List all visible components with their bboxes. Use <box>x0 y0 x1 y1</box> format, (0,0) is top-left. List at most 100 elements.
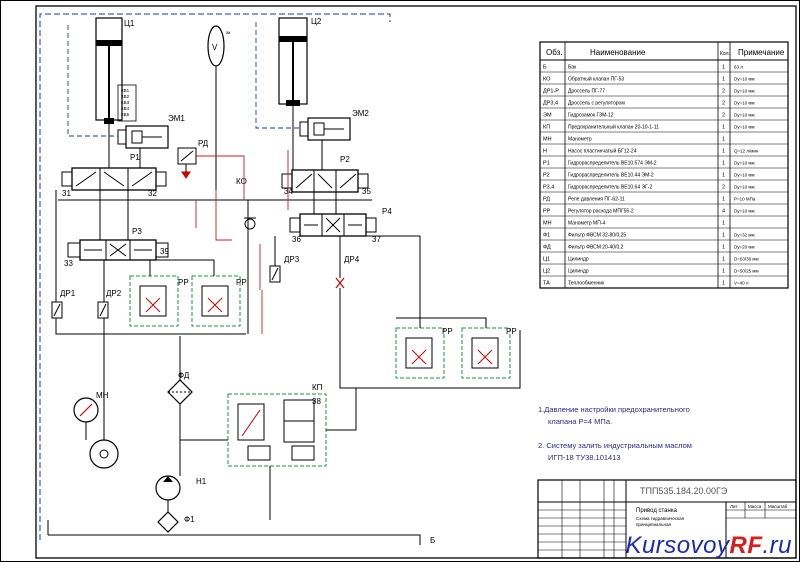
spec-cell-note: Dу=10 мм <box>734 101 755 106</box>
filter-fd: ФД <box>167 371 193 405</box>
spec-cell-note: Dу=10 мм <box>734 161 755 166</box>
label-rr-2: РР <box>236 278 247 287</box>
spec-cell-name: Регулятор расхода МПГ55-2 <box>568 209 634 215</box>
spec-cell-code: Ф1 <box>543 233 550 239</box>
label-e31: 31 <box>62 189 71 198</box>
spec-cell-qty: 1 <box>722 77 725 83</box>
label-e36: 36 <box>292 235 301 244</box>
title-scale: Масштаб <box>768 504 788 509</box>
label-e34: 34 <box>284 187 293 196</box>
svg-text:КВ3: КВ3 <box>121 100 130 105</box>
label-rr-3: РР <box>442 327 453 336</box>
throttle-dr3: ДР3 <box>269 255 300 283</box>
throttle-dr4: ДР4 <box>335 255 360 289</box>
spec-cell-name: Гидрораспределитель ВЕ10.574 ЭМ-2 <box>568 161 657 167</box>
valve-p1: Р1 31 32 <box>61 153 167 198</box>
spec-cell-code: Ц1 <box>543 257 550 263</box>
label-f1: Ф1 <box>184 515 195 524</box>
watermark: KursovoyRF.ru <box>625 532 792 560</box>
flow-regulator-1: РР <box>129 275 189 327</box>
flow-regulator-2: РР <box>191 275 247 327</box>
spec-cell-name: Цилиндр <box>568 257 589 263</box>
spec-header-code: Обз. <box>546 48 563 57</box>
spec-cell-note: Dу=10 мм <box>734 113 755 118</box>
spec-cell-code: КП <box>543 125 550 131</box>
tank-boundary-dashed <box>39 13 391 540</box>
flow-regulator-3: РР <box>395 327 453 379</box>
spec-cell-code: РД <box>543 197 550 203</box>
spec-cell-note: D=63/36 мм <box>734 257 759 262</box>
pressure-relay-rd: РД <box>177 139 209 179</box>
spec-cell-qty: 2 <box>722 185 725 191</box>
hydrolock-em1: ЭМ1 <box>117 114 185 149</box>
spec-cell-note: Dу=32 мм <box>734 233 755 238</box>
watermark-accent: RF <box>729 532 763 559</box>
spec-cell-note: Dу=10 мм <box>734 77 755 82</box>
label-e35: 35 <box>362 187 371 196</box>
label-p2: Р2 <box>340 155 350 164</box>
spec-cell-code: ЭМ <box>543 113 552 119</box>
spec-cell-name: Теплообменник <box>568 281 605 287</box>
label-em1: ЭМ1 <box>168 114 185 123</box>
label-c1: Ц1 <box>124 19 135 28</box>
spec-cell-code: Б <box>543 65 547 71</box>
label-ko: КО <box>236 177 247 186</box>
label-p1: Р1 <box>130 153 140 162</box>
label-p4: Р4 <box>382 207 392 216</box>
spec-cell-name: Цилиндр <box>568 269 589 275</box>
label-dr2: ДР2 <box>106 289 122 298</box>
valve-p3: Р3 33 39 <box>64 227 169 268</box>
note-line-1: 1.Давление настройки предохранительного <box>538 405 690 414</box>
filter-f1: Ф1 <box>157 511 195 533</box>
spec-cell-qty: 1 <box>722 161 725 167</box>
title-lit: Лит <box>730 504 738 509</box>
spec-cell-qty: 1 <box>722 245 725 251</box>
spec-cell-name: Гидрозамок ГЗМ-12 <box>568 113 614 119</box>
heat-exchanger <box>89 439 119 469</box>
label-rr-4: РР <box>506 327 517 336</box>
label-p3: Р3 <box>132 227 142 236</box>
spec-cell-qty: 2 <box>722 89 725 95</box>
spec-cell-note: Dу=10 мм <box>734 209 755 214</box>
drain-lines <box>195 150 289 334</box>
label-mn: МН <box>96 391 109 400</box>
spec-cell-qty: 1 <box>722 173 725 179</box>
valve-p4: Р4 36 37 <box>289 207 392 244</box>
label-em2: ЭМ2 <box>352 109 369 118</box>
position-sensor-c1: КВ1 КВ2 КВ3 КВ4 КВ5 <box>117 84 137 122</box>
spec-cell-code: КО <box>543 77 551 83</box>
throttle-dr2: ДР2 <box>97 289 122 319</box>
hydrolock-em2: ЭМ2 <box>299 109 369 141</box>
label-kp: КП <box>312 383 323 392</box>
label-v: V <box>212 43 218 52</box>
technical-notes: 1.Давление настройки предохранительного … <box>538 405 692 462</box>
spec-cell-qty: 2 <box>722 113 725 119</box>
throttle-dr1: ДР1 <box>51 289 76 319</box>
spec-cell-name: Насос пластинчатый БГ12-24 <box>568 148 637 155</box>
label-e38: 38 <box>312 397 321 406</box>
svg-text:КВ2: КВ2 <box>121 94 130 99</box>
spec-cell-note: Dу=20 мм <box>734 245 755 250</box>
label-dr3: ДР3 <box>284 255 300 264</box>
spec-cell-code: ДР3,4 <box>543 101 558 107</box>
flow-regulator-4: РР <box>461 327 517 379</box>
document-code: ТПП535.184.20.00ГЭ <box>640 486 728 496</box>
spec-cell-qty: 1 <box>722 65 725 71</box>
label-n1: Н1 <box>196 477 207 486</box>
spec-cell-name: Предохранительный клапан 20-10-1-11 <box>568 124 659 131</box>
cylinder-c2: Ц2 <box>278 17 322 106</box>
spec-cell-code: МН <box>543 221 552 227</box>
spec-cell-qty: 1 <box>722 197 725 203</box>
spec-cell-code: Р1 <box>543 161 550 167</box>
spec-cell-name: Реле давления ПГ-62-11 <box>568 197 625 203</box>
spec-cell-code: РР <box>543 209 551 215</box>
svg-text:ак: ак <box>226 30 231 35</box>
safety-valve-kp: КП 38 <box>227 383 327 467</box>
spec-cell-qty: 1 <box>722 233 725 239</box>
spec-header-qty: Кол. <box>720 51 730 57</box>
check-valve-ko: КО <box>236 177 256 230</box>
spec-cell-code: Н <box>543 149 547 155</box>
spec-cell-note: Dу=10 мм <box>734 185 755 190</box>
svg-text:КВ1: КВ1 <box>121 88 130 93</box>
